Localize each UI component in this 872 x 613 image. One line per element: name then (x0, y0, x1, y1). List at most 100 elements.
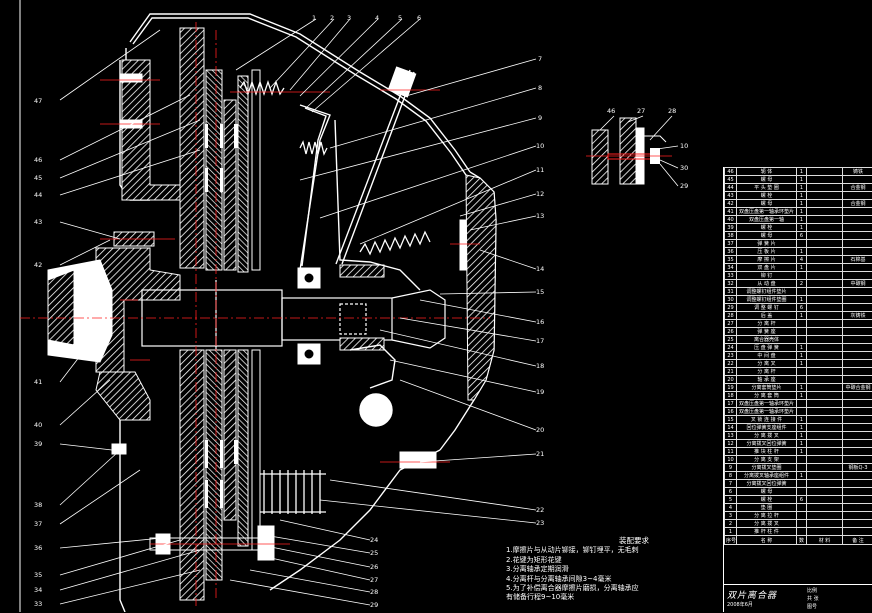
callout-15: 15 (536, 288, 544, 296)
parts-cell (797, 272, 807, 280)
callout-12: 12 (536, 190, 544, 198)
parts-cell: 8 (725, 472, 737, 480)
parts-cell: 合金钢 (843, 200, 872, 208)
parts-cell: 螺 母 (737, 176, 797, 184)
parts-cell (843, 456, 872, 464)
parts-cell (843, 192, 872, 200)
parts-cell: 32 (725, 280, 737, 288)
parts-cell: 29 (725, 304, 737, 312)
parts-cell (807, 256, 843, 264)
parts-cell: 16 (725, 408, 737, 416)
parts-cell (807, 432, 843, 440)
parts-cell (797, 288, 807, 296)
parts-cell: 9 (725, 464, 737, 472)
parts-cell: 27 (725, 320, 737, 328)
parts-cell: 25 (725, 336, 737, 344)
parts-cell: 双盘压盘第一轴 (737, 216, 797, 224)
parts-cell (843, 272, 872, 280)
parts-cell: 19 (725, 384, 737, 392)
callout-6: 6 (417, 14, 421, 22)
parts-cell: 40 (725, 216, 737, 224)
parts-cell: 15 (725, 416, 737, 424)
parts-cell (843, 448, 872, 456)
parts-cell: 铸铁 (843, 168, 872, 176)
parts-cell (807, 168, 843, 176)
parts-cell: 35 (725, 256, 737, 264)
requirement-line: 有储备行程9~10毫米 (506, 593, 722, 602)
parts-cell: 分离套筒垫片 (737, 384, 797, 392)
parts-cell: 压 板 片 (737, 248, 797, 256)
parts-cell: 20 (725, 376, 737, 384)
parts-cell: 2 (725, 520, 737, 528)
parts-cell (797, 400, 807, 408)
callout-4: 4 (375, 14, 379, 22)
parts-cell: 6 (797, 304, 807, 312)
parts-cell (807, 368, 843, 376)
parts-cell: 12 (725, 440, 737, 448)
callout-41: 41 (34, 378, 42, 386)
parts-cell: 34 (725, 264, 737, 272)
requirement-line: 1.摩擦片与从动片铆接，铆钉埋平，无毛刺 (506, 546, 722, 555)
parts-cell (843, 232, 872, 240)
parts-cell (807, 208, 843, 216)
parts-cell: 双盘压盘第一轴承环垫片 (737, 208, 797, 216)
bolts (112, 74, 474, 560)
parts-cell: 6 (725, 488, 737, 496)
parts-cell (843, 240, 872, 248)
parts-cell (843, 520, 872, 528)
parts-cell (843, 528, 872, 536)
parts-cell (807, 224, 843, 232)
parts-cell: 分 离 拨 叉 (737, 432, 797, 440)
callout-36: 36 (34, 544, 42, 552)
callout-8: 8 (538, 84, 542, 92)
callout-7: 7 (538, 55, 542, 63)
parts-cell (807, 408, 843, 416)
parts-cell: 中碳合金钢 (843, 384, 872, 392)
parts-cell: 4 (725, 504, 737, 512)
parts-cell: 弹 簧 片 (737, 240, 797, 248)
parts-header-cell: 数 (797, 536, 807, 545)
parts-cell (797, 240, 807, 248)
parts-cell: 1 (797, 200, 807, 208)
parts-cell (807, 352, 843, 360)
parts-cell (807, 320, 843, 328)
parts-cell (843, 512, 872, 520)
parts-cell (843, 408, 872, 416)
parts-cell: 铆 钉 (737, 272, 797, 280)
parts-cell: 调整螺钉组件垫片 (737, 288, 797, 296)
parts-cell: 1 (797, 424, 807, 432)
parts-cell: 1 (797, 416, 807, 424)
parts-cell (843, 440, 872, 448)
callout-14: 14 (536, 265, 544, 273)
parts-cell: 分 离 拉 杆 (737, 512, 797, 520)
parts-cell (807, 216, 843, 224)
parts-cell (843, 360, 872, 368)
detail-callout-30: 30 (680, 164, 688, 172)
parts-cell (843, 224, 872, 232)
callout-44: 44 (34, 191, 42, 199)
parts-cell (797, 464, 807, 472)
parts-cell: 38 (725, 232, 737, 240)
parts-cell (843, 208, 872, 216)
parts-cell (807, 272, 843, 280)
parts-cell (843, 432, 872, 440)
parts-cell: 46 (725, 168, 737, 176)
parts-cell: 10 (725, 456, 737, 464)
parts-cell: 1 (797, 176, 807, 184)
assembly-requirements: 装配要求 1.摩擦片与从动片铆接，铆钉埋平，无毛刺 2.花键为矩形花键 3.分离… (506, 536, 722, 603)
parts-cell: 调整螺钉组件垫圈 (737, 296, 797, 304)
parts-cell (807, 440, 843, 448)
callout-11: 11 (536, 166, 544, 174)
release-lever (300, 67, 420, 426)
